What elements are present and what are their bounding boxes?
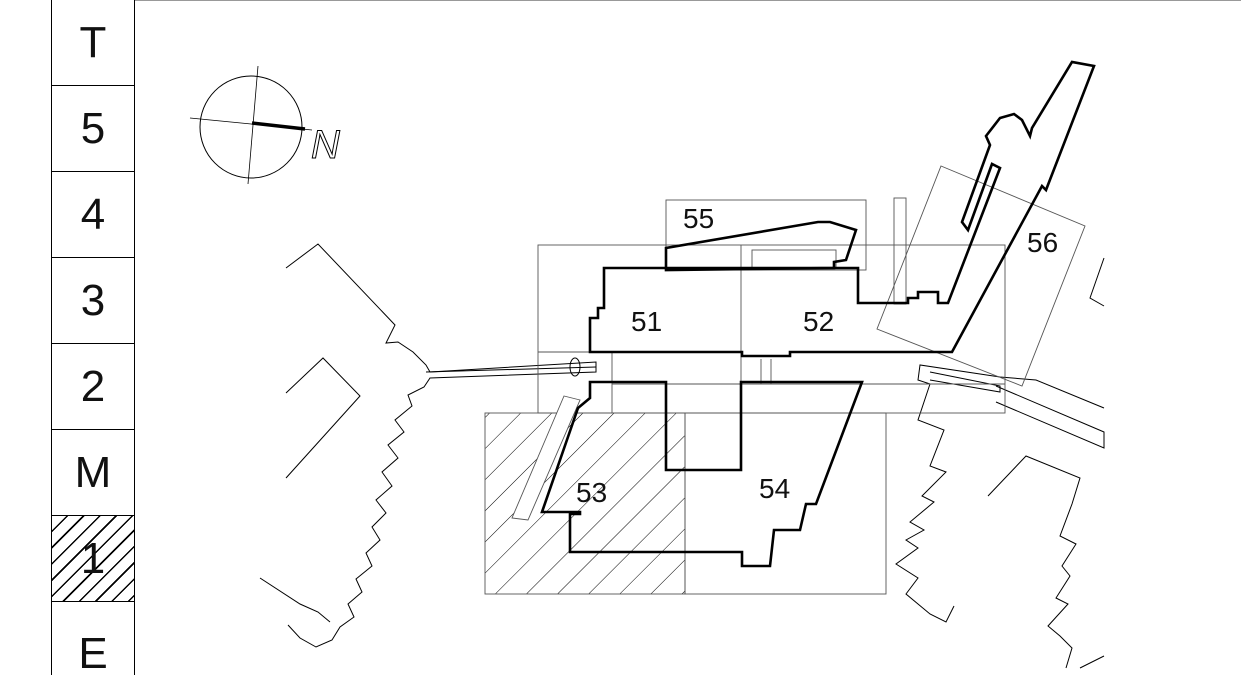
- context-buildings: [259, 243, 1105, 669]
- building-label-51: 51: [631, 306, 662, 337]
- floor-button-3[interactable]: 3: [52, 258, 134, 344]
- floor-selector: T 5 4 3 2 M 1 E: [51, 0, 135, 675]
- floor-label: 1: [80, 533, 106, 583]
- floor-label: 2: [80, 361, 106, 411]
- floor-button-1[interactable]: 1: [52, 516, 134, 602]
- floor-button-e[interactable]: E: [52, 602, 134, 675]
- compass: N: [189, 65, 341, 185]
- site-boundaries: [537, 165, 1086, 414]
- floor-button-m[interactable]: M: [52, 430, 134, 516]
- floor-button-4[interactable]: 4: [52, 172, 134, 258]
- floor-label: 3: [80, 275, 106, 325]
- building-label-56: 56: [1027, 227, 1058, 258]
- floor-button-2[interactable]: 2: [52, 344, 134, 430]
- floor-label: M: [74, 447, 112, 497]
- compass-needle: [251, 121, 306, 131]
- floor-button-t[interactable]: T: [52, 0, 134, 86]
- building-53-54-outline[interactable]: [540, 380, 864, 568]
- building-label-54: 54: [759, 473, 790, 504]
- floor-label: T: [79, 17, 107, 67]
- ground-floor-zone: [484, 395, 887, 595]
- floor-label: 5: [80, 103, 106, 153]
- compass-north-label: N: [311, 123, 340, 167]
- floor-label: E: [78, 629, 108, 675]
- building-51-52-outline[interactable]: [588, 60, 1096, 358]
- building-label-55: 55: [683, 203, 714, 234]
- buildings: [540, 60, 1096, 568]
- floor-button-5[interactable]: 5: [52, 86, 134, 172]
- building-55-outline[interactable]: [664, 220, 858, 272]
- building-label-53: 53: [576, 477, 607, 508]
- top-border: [135, 0, 1241, 1]
- floor-label: 4: [80, 189, 106, 239]
- building-labels: 55 51 52 56 53 54: [576, 203, 1058, 508]
- building-label-52: 52: [803, 306, 834, 337]
